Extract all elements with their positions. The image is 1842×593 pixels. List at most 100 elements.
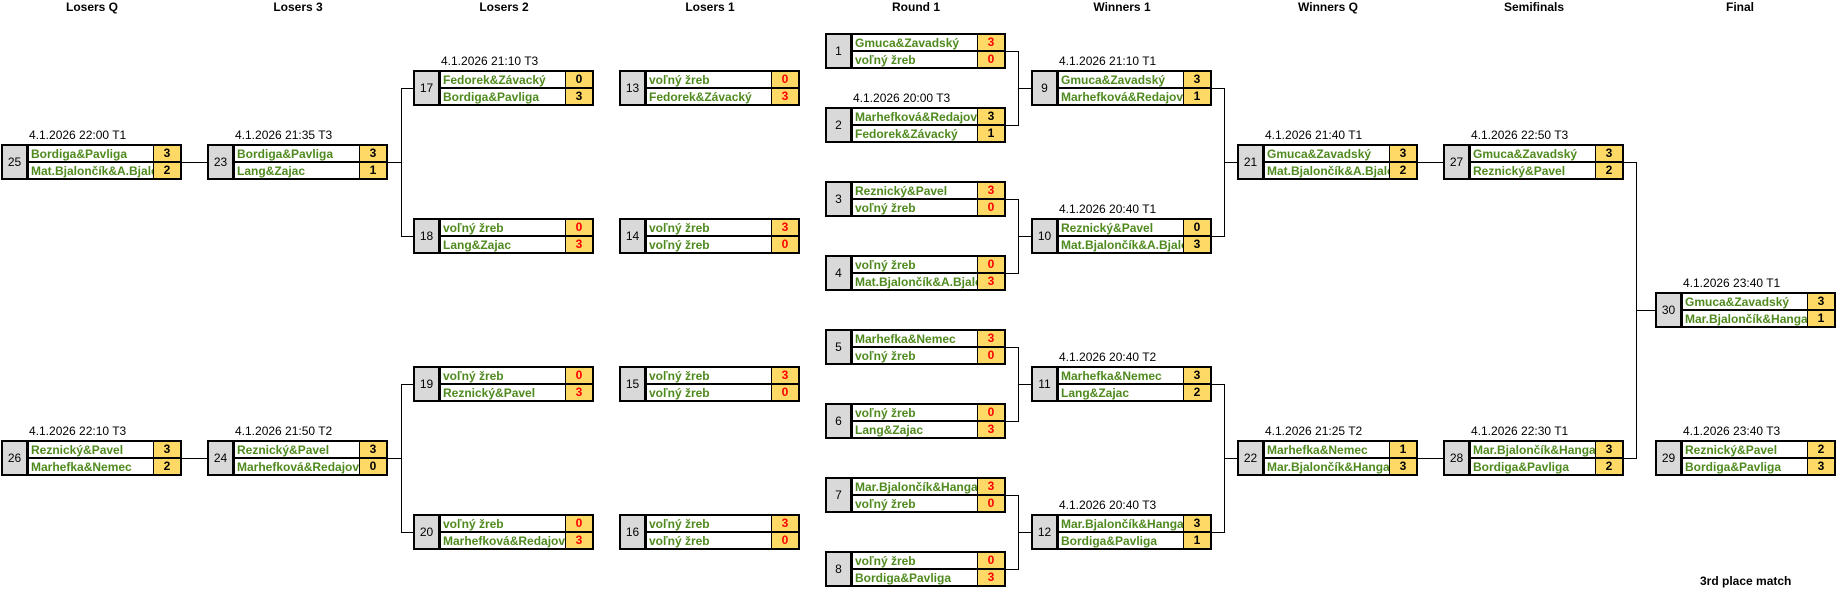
- team-name: Marhefková&Redajová: [443, 534, 565, 548]
- team-name: Reznický&Pavel: [237, 443, 330, 457]
- match-time: 4.1.2026 23:40 T3: [1683, 424, 1781, 438]
- match-time: 4.1.2026 22:30 T1: [1471, 424, 1569, 438]
- team-score: 3: [977, 35, 1004, 50]
- match-number: 28: [1443, 440, 1469, 476]
- bracket-connector: [182, 162, 207, 163]
- team-score: 3: [977, 109, 1004, 124]
- match-time: 4.1.2026 22:50 T3: [1471, 128, 1569, 142]
- bracket-connector: [1212, 384, 1224, 385]
- team-name: Bordiga&Pavliga: [443, 90, 540, 104]
- team-score: 3: [977, 331, 1004, 346]
- team-name: voľný žreb: [855, 554, 916, 568]
- match-time: 4.1.2026 23:40 T1: [1683, 276, 1781, 290]
- team-score: 0: [771, 385, 798, 400]
- team-name: Gmuca&Zavadský: [1473, 147, 1578, 161]
- team-score: 2: [1389, 163, 1416, 178]
- team-row: Mat.Bjalončík&A.Bjalončík3: [1057, 236, 1212, 254]
- round-title-final: Final: [1725, 0, 1754, 14]
- team-score: 3: [1807, 294, 1834, 309]
- match-number: 25: [1, 144, 27, 180]
- team-score: 0: [771, 237, 798, 252]
- team-score: 3: [1389, 146, 1416, 161]
- team-name: Marhefka&Nemec: [1061, 369, 1162, 383]
- match-time: 4.1.2026 20:40 T1: [1059, 202, 1157, 216]
- team-score: 0: [977, 200, 1004, 215]
- team-score: 0: [359, 459, 386, 474]
- bracket-connector: [401, 236, 413, 237]
- bracket-connector: [1006, 199, 1018, 200]
- match-number: 8: [825, 551, 851, 587]
- bracket-connector: [401, 384, 413, 385]
- team-name: Marhefka&Nemec: [1267, 443, 1368, 457]
- round-title-losers-2: Losers 2: [479, 0, 529, 14]
- team-score: 3: [977, 183, 1004, 198]
- team-score: 3: [977, 422, 1004, 437]
- team-row: Mat.Bjalončík&A.Bjalončík2: [1263, 162, 1418, 180]
- team-name: Bordiga&Pavliga: [237, 147, 334, 161]
- team-score: 3: [977, 570, 1004, 585]
- team-score: 2: [1807, 442, 1834, 457]
- match-number: 12: [1031, 514, 1057, 550]
- team-name: Mar.Bjalončík&Hanga: [1061, 517, 1183, 531]
- team-score: 1: [359, 163, 386, 178]
- team-score: 1: [1807, 311, 1834, 326]
- match-number: 18: [413, 218, 439, 254]
- bracket-connector: [1418, 458, 1443, 459]
- third-place-label: 3rd place match: [1700, 574, 1792, 588]
- team-score: 3: [359, 442, 386, 457]
- bracket-connector: [1018, 384, 1031, 385]
- team-score: 0: [565, 220, 592, 235]
- team-name: Marhefka&Nemec: [31, 460, 132, 474]
- team-name: Bordiga&Pavliga: [31, 147, 128, 161]
- team-score: 2: [153, 459, 180, 474]
- team-score: 0: [977, 553, 1004, 568]
- round-title-losers-1: Losers 1: [685, 0, 735, 14]
- bracket-connector: [1006, 125, 1018, 126]
- match-number: 14: [619, 218, 645, 254]
- bracket-connector: [1636, 310, 1655, 311]
- bracket-connector: [1212, 88, 1224, 89]
- match-number: 2: [825, 107, 851, 143]
- team-score: 3: [1183, 72, 1210, 87]
- match-number: 11: [1031, 366, 1057, 402]
- bracket-connector: [1006, 51, 1018, 52]
- match-time: 4.1.2026 21:10 T3: [441, 54, 539, 68]
- team-name: voľný žreb: [855, 349, 916, 363]
- team-score: 1: [1183, 89, 1210, 104]
- team-name: voľný žreb: [649, 73, 710, 87]
- bracket-connector: [1006, 421, 1018, 422]
- team-name: voľný žreb: [649, 534, 710, 548]
- team-name: voľný žreb: [855, 201, 916, 215]
- team-score: 3: [1183, 237, 1210, 252]
- match-time: 4.1.2026 21:10 T1: [1059, 54, 1157, 68]
- match-number: 10: [1031, 218, 1057, 254]
- team-name: Bordiga&Pavliga: [1061, 534, 1158, 548]
- match-time: 4.1.2026 20:40 T2: [1059, 350, 1157, 364]
- team-name: Lang&Zajac: [1061, 386, 1130, 400]
- team-row: voľný žreb 0: [851, 199, 1006, 217]
- match-number: 3: [825, 181, 851, 217]
